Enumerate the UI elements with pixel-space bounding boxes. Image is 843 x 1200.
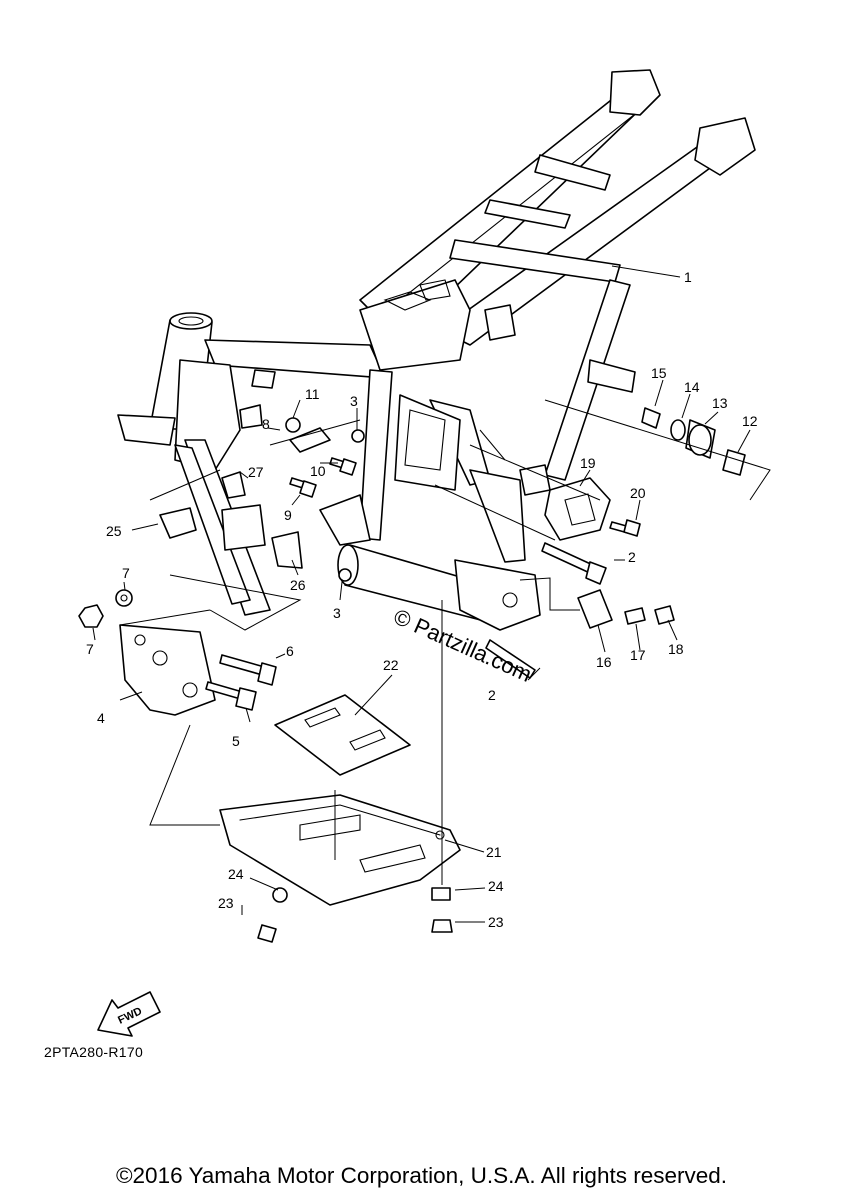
- callout-24: 24: [228, 866, 244, 882]
- callout-17: 17: [630, 647, 646, 663]
- callout-8: 8: [262, 416, 270, 432]
- callout-6: 6: [286, 643, 294, 659]
- callout-9: 9: [284, 507, 292, 523]
- callout-15: 15: [651, 365, 667, 381]
- callout-12: 12: [742, 413, 758, 429]
- bolts: [205, 407, 675, 943]
- main-frame: [117, 69, 756, 631]
- fwd-arrow-icon: FWD: [97, 991, 161, 1037]
- callout-18: 18: [668, 641, 684, 657]
- callout-1: 1: [684, 269, 692, 285]
- callout-7b: 7: [86, 641, 94, 657]
- small-parts: [78, 417, 746, 903]
- callout-19: 19: [580, 455, 596, 471]
- engine-bracket: [119, 624, 216, 716]
- callout-23b: 23: [488, 914, 504, 930]
- leader-lines: [92, 265, 771, 923]
- callout-16: 16: [596, 654, 612, 670]
- callout-22: 22: [383, 657, 399, 673]
- copyright-notice: ©2016 Yamaha Motor Corporation, U.S.A. A…: [115, 1163, 728, 1188]
- callout-7: 7: [122, 565, 130, 581]
- callout-5: 5: [232, 733, 240, 749]
- callout-26: 26: [290, 577, 306, 593]
- callout-13: 13: [712, 395, 728, 411]
- skid-plate-pad: [274, 694, 411, 776]
- callout-14: 14: [684, 379, 700, 395]
- callout-21: 21: [486, 844, 502, 860]
- callout-2b: 2: [488, 687, 496, 703]
- callout-27: 27: [248, 464, 264, 480]
- callout-2: 2: [628, 549, 636, 565]
- callout-4: 4: [97, 710, 105, 726]
- callout-3: 3: [350, 393, 358, 409]
- callout-11: 11: [305, 386, 320, 402]
- callout-20: 20: [630, 485, 646, 501]
- skid-plate: [219, 794, 461, 906]
- part-code: 2PTA280-R170: [44, 1044, 144, 1060]
- callout-3b: 3: [333, 605, 341, 621]
- callout-25: 25: [106, 523, 122, 539]
- callout-numbers: 1 2 2 3 3 4 5 6 7 7 8 9 10 11 12 13 14 1…: [86, 269, 758, 930]
- callout-10: 10: [310, 463, 326, 479]
- callout-24b: 24: [488, 878, 504, 894]
- callout-23: 23: [218, 895, 234, 911]
